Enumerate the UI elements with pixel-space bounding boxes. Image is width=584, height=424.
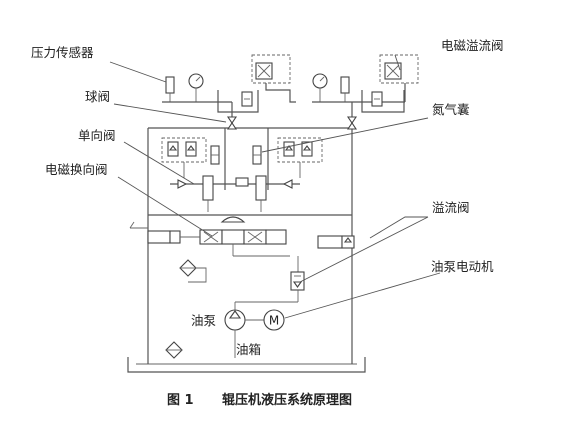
motor-symbol-label: M xyxy=(269,314,279,328)
label-oil-tank: 油箱 xyxy=(236,342,261,357)
caption-figure-number: 图 1 xyxy=(167,393,194,408)
oil-tank-outline xyxy=(127,357,366,373)
label-nitrogen-bag: 氮气囊 xyxy=(432,102,470,117)
leader-lines xyxy=(109,54,441,319)
right-cylinder xyxy=(361,90,405,113)
pump-motor: M xyxy=(263,309,285,331)
label-pump-motor: 油泵电动机 xyxy=(431,259,494,274)
relief-valve xyxy=(290,256,305,302)
check-valve-pair xyxy=(170,175,300,212)
right-pressure-sensor xyxy=(340,76,350,102)
left-unloading-valve xyxy=(129,221,200,244)
label-check-valve: 单向阀 xyxy=(78,128,116,143)
label-ball-valve: 球阀 xyxy=(85,89,110,104)
label-relief-valve: 溢流阀 xyxy=(432,200,470,215)
left-pressure-gauge xyxy=(188,73,204,102)
right-top-group xyxy=(312,54,419,130)
left-nitrogen-bag xyxy=(210,145,220,165)
right-check-valve-block xyxy=(277,137,323,178)
caption-title: 辊压机液压系统原理图 xyxy=(222,392,352,408)
right-pressure-gauge xyxy=(312,73,328,102)
label-oil-pump: 油泵 xyxy=(191,313,216,328)
solenoid-directional-valve xyxy=(199,216,290,257)
right-ball-valve xyxy=(346,116,358,130)
left-check-valve-block xyxy=(161,137,207,178)
right-solenoid-relief-valve xyxy=(379,54,419,84)
right-nitrogen-bag xyxy=(252,145,262,165)
label-solenoid-relief-valve: 电磁溢流阀 xyxy=(441,38,504,53)
tank-symbol xyxy=(165,341,183,359)
right-control-valve xyxy=(317,235,355,249)
label-pressure-sensor: 压力传感器 xyxy=(31,45,94,60)
left-solenoid-relief-valve xyxy=(251,54,291,84)
left-top-group xyxy=(162,54,296,130)
left-cylinder xyxy=(217,90,259,113)
label-solenoid-directional-valve: 电磁换向阀 xyxy=(45,162,108,177)
oil-pump xyxy=(224,301,298,358)
figure-caption: 图 1 辊压机液压系统原理图 xyxy=(167,392,352,408)
left-pressure-sensor xyxy=(165,76,175,102)
labels: 压力传感器 电磁溢流阀 球阀 氮气囊 单向阀 电磁换向阀 溢流阀 油泵电动机 油… xyxy=(31,38,504,357)
left-ball-valve xyxy=(226,116,238,130)
filter xyxy=(179,259,207,283)
